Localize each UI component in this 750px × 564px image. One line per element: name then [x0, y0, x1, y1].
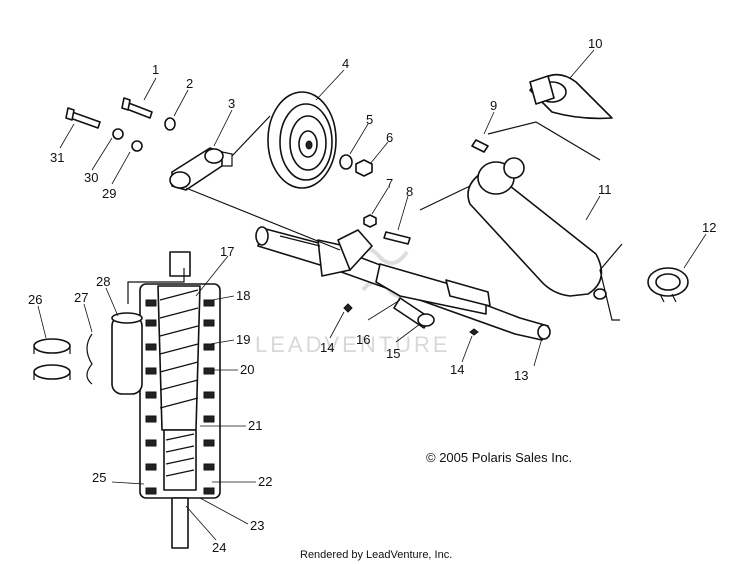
callout-28: 28 [96, 274, 110, 289]
callout-22: 22 [258, 474, 272, 489]
callout-labels: 1 2 3 4 5 6 7 8 9 10 11 12 13 14 14 15 1… [28, 36, 716, 555]
idler-wheel-part [267, 91, 337, 189]
callout-31: 31 [50, 150, 64, 165]
reservoir-part [111, 312, 143, 395]
bolt-1-part [121, 97, 153, 119]
callout-2: 2 [186, 76, 193, 91]
callout-10: 10 [588, 36, 602, 51]
callout-11: 11 [598, 182, 612, 197]
callout-29: 29 [102, 186, 116, 201]
callout-19: 19 [236, 332, 250, 347]
bracket-part [169, 147, 233, 191]
callout-14a: 14 [320, 340, 334, 355]
callout-13: 13 [514, 368, 528, 383]
bolt-8-part [383, 231, 411, 245]
callout-1: 1 [152, 62, 159, 77]
callout-17: 17 [220, 244, 234, 259]
callout-12: 12 [702, 220, 716, 235]
washer-2-part [164, 117, 176, 131]
cutaway-shock-part [127, 251, 221, 549]
shock-body-part [419, 121, 623, 321]
shock-cap-12-part [647, 267, 689, 303]
washer-29-part [131, 140, 143, 152]
rail-arm-part [255, 226, 551, 341]
callout-25: 25 [92, 470, 106, 485]
washer-part [339, 154, 353, 170]
callout-26: 26 [28, 292, 42, 307]
callout-15: 15 [386, 346, 400, 361]
clip-27-part [86, 333, 93, 385]
washer-30-part [112, 128, 124, 140]
callout-7: 7 [386, 176, 393, 191]
bolt-31-part [65, 107, 101, 129]
pin-9-part [471, 139, 489, 153]
callout-30: 30 [84, 170, 98, 185]
footer-text: Rendered by LeadVenture, Inc. [300, 549, 452, 561]
nut-part [355, 159, 373, 177]
callout-24: 24 [212, 540, 226, 555]
callout-5: 5 [366, 112, 373, 127]
watermark-text: LEADVENTURE [255, 332, 451, 357]
callout-9: 9 [490, 98, 497, 113]
callout-23: 23 [250, 518, 264, 533]
callout-27: 27 [74, 290, 88, 305]
nut-7-part [363, 214, 377, 228]
watermark: LEADVENTURE [255, 247, 451, 357]
callout-21: 21 [248, 418, 262, 433]
callout-16: 16 [356, 332, 370, 347]
callout-8: 8 [406, 184, 413, 199]
copyright-text: © 2005 Polaris Sales Inc. [426, 450, 572, 465]
callout-20: 20 [240, 362, 254, 377]
callout-6: 6 [386, 130, 393, 145]
clamp-26-part [33, 338, 71, 380]
callout-3: 3 [228, 96, 235, 111]
shock-cap-10-part [529, 73, 613, 120]
callout-18: 18 [236, 288, 250, 303]
callout-14b: 14 [450, 362, 464, 377]
callout-4: 4 [342, 56, 349, 71]
leader-lines [37, 49, 707, 541]
